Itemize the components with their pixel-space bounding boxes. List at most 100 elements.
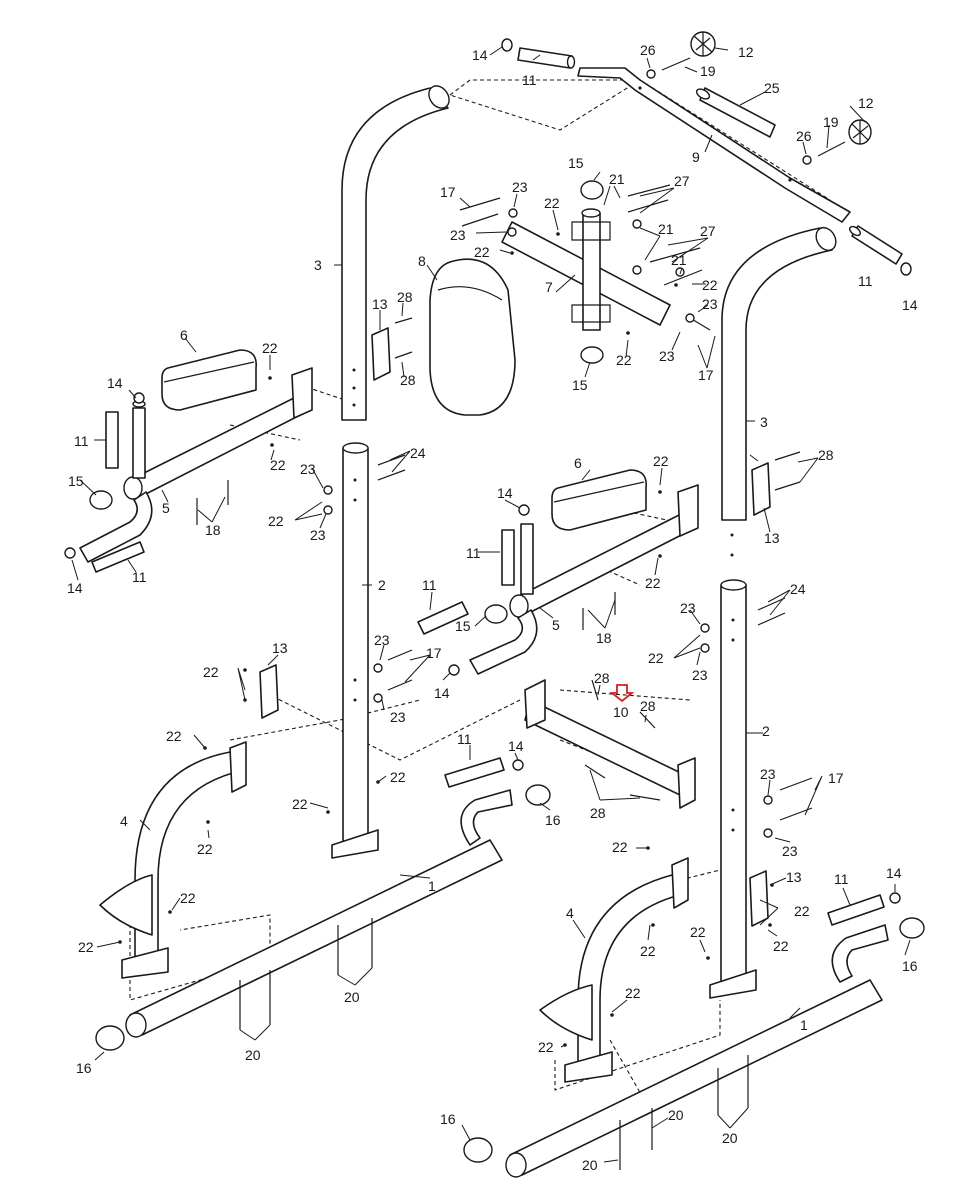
callout-label: 22 — [640, 943, 656, 959]
callout-label: 23 — [680, 600, 696, 616]
callout-label: 28 — [640, 698, 656, 714]
callout-label: 11 — [422, 577, 437, 593]
callout-label: 18 — [205, 522, 221, 538]
callout-label: 22 — [645, 575, 661, 591]
callout-label: 16 — [902, 958, 918, 974]
callout-label: 22 — [180, 890, 196, 906]
callout-label: 11 — [74, 433, 89, 449]
callout-label: 14 — [434, 685, 450, 701]
callout-label: 22 — [292, 796, 308, 812]
base-1-left — [129, 839, 503, 1036]
uprights — [331, 85, 837, 999]
upright-3-left — [341, 87, 449, 421]
callout-label: 8 — [418, 253, 426, 269]
left-arm-assembly — [64, 349, 313, 573]
upright-3-right — [721, 227, 833, 521]
callout-label: 23 — [760, 766, 776, 782]
callout-label: 17 — [828, 770, 844, 786]
right-base-assembly — [463, 846, 925, 1178]
callout-label: 22 — [702, 277, 718, 293]
callout-label: 17 — [698, 367, 714, 383]
callout-label: 6 — [180, 327, 188, 343]
callout-label: 26 — [796, 128, 812, 144]
callout-label: 12 — [738, 44, 754, 60]
callout-label: 5 — [162, 500, 170, 516]
callout-label: 22 — [474, 244, 490, 260]
callout-label: 21 — [671, 252, 687, 268]
callout-label: 23 — [512, 179, 528, 195]
callout-label: 20 — [344, 989, 360, 1005]
back-pad-8 — [429, 258, 516, 416]
leader-lines — [71, 46, 911, 1163]
callout-label: 24 — [410, 445, 426, 461]
callout-label: 21 — [658, 221, 674, 237]
callout-label: 20 — [722, 1130, 738, 1146]
callout-label: 15 — [572, 377, 588, 393]
highlight-arrow-icon — [609, 684, 635, 703]
crossbar-9 — [577, 67, 851, 223]
callout-label: 28 — [590, 805, 606, 821]
knob-12-top — [690, 31, 716, 57]
arm-5-left — [129, 394, 311, 498]
callout-label: 14 — [497, 485, 513, 501]
callout-label: 11 — [132, 569, 147, 585]
callout-label: 13 — [372, 296, 388, 312]
callout-label: 22 — [197, 841, 213, 857]
callout-label: 22 — [612, 839, 628, 855]
callout-label: 3 — [760, 414, 768, 430]
callout-label: 23 — [300, 461, 316, 477]
grip-11-right-upper — [501, 529, 515, 586]
callout-label: 11 — [457, 731, 472, 747]
callout-label: 24 — [790, 581, 806, 597]
callout-label: 11 — [834, 871, 849, 887]
callout-label: 7 — [545, 279, 553, 295]
callout-label: 23 — [310, 527, 326, 543]
callout-label: 19 — [823, 114, 839, 130]
handle-post-left — [132, 407, 146, 479]
callout-label: 17 — [440, 184, 456, 200]
arm-5-right — [514, 511, 696, 616]
top-crossbar-assembly — [501, 31, 912, 276]
callout-label: 20 — [668, 1107, 684, 1123]
end-cap-14-top — [501, 38, 513, 52]
callout-label: 23 — [782, 843, 798, 859]
callout-label: 27 — [700, 223, 716, 239]
callout-label: 19 — [700, 63, 716, 79]
cap-16-left-front — [95, 1025, 125, 1051]
right-arm-assembly — [417, 469, 699, 676]
callout-label: 13 — [786, 869, 802, 885]
callout-label: 15 — [568, 155, 584, 171]
callout-label: 28 — [818, 447, 834, 463]
callout-label: 22 — [773, 938, 789, 954]
callout-label: 22 — [653, 453, 669, 469]
callout-label: 26 — [640, 42, 656, 58]
cap-16-right-rear — [899, 917, 925, 939]
arm-pad-6-right — [551, 469, 647, 531]
callout-label: 4 — [566, 905, 574, 921]
callout-label: 16 — [440, 1111, 456, 1127]
callout-label: 23 — [692, 667, 708, 683]
upright-2-left — [342, 447, 369, 846]
arm-pad-6-left — [161, 349, 257, 411]
callout-labels: 14 11 26 12 19 25 12 26 19 9 15 21 27 17… — [67, 42, 918, 1173]
knob-12-right — [848, 119, 872, 145]
callout-label: 13 — [272, 640, 288, 656]
callout-label: 22 — [544, 195, 560, 211]
callout-label: 14 — [107, 375, 123, 391]
callout-label: 10 — [613, 704, 629, 720]
callout-label: 22 — [262, 340, 278, 356]
callout-label: 22 — [625, 985, 641, 1001]
callout-label: 22 — [78, 939, 94, 955]
callout-label: 1 — [800, 1017, 808, 1033]
grip-11-left-lower — [91, 541, 145, 573]
cap-15-top — [580, 180, 604, 200]
callout-label: 27 — [674, 173, 690, 189]
callout-label: 23 — [702, 296, 718, 312]
brackets-13 — [259, 317, 801, 927]
callout-label: 22 — [203, 664, 219, 680]
callout-label: 1 — [428, 878, 436, 894]
callout-label: 15 — [68, 473, 84, 489]
callout-label: 14 — [902, 297, 918, 313]
cross-member-10 — [524, 679, 696, 809]
